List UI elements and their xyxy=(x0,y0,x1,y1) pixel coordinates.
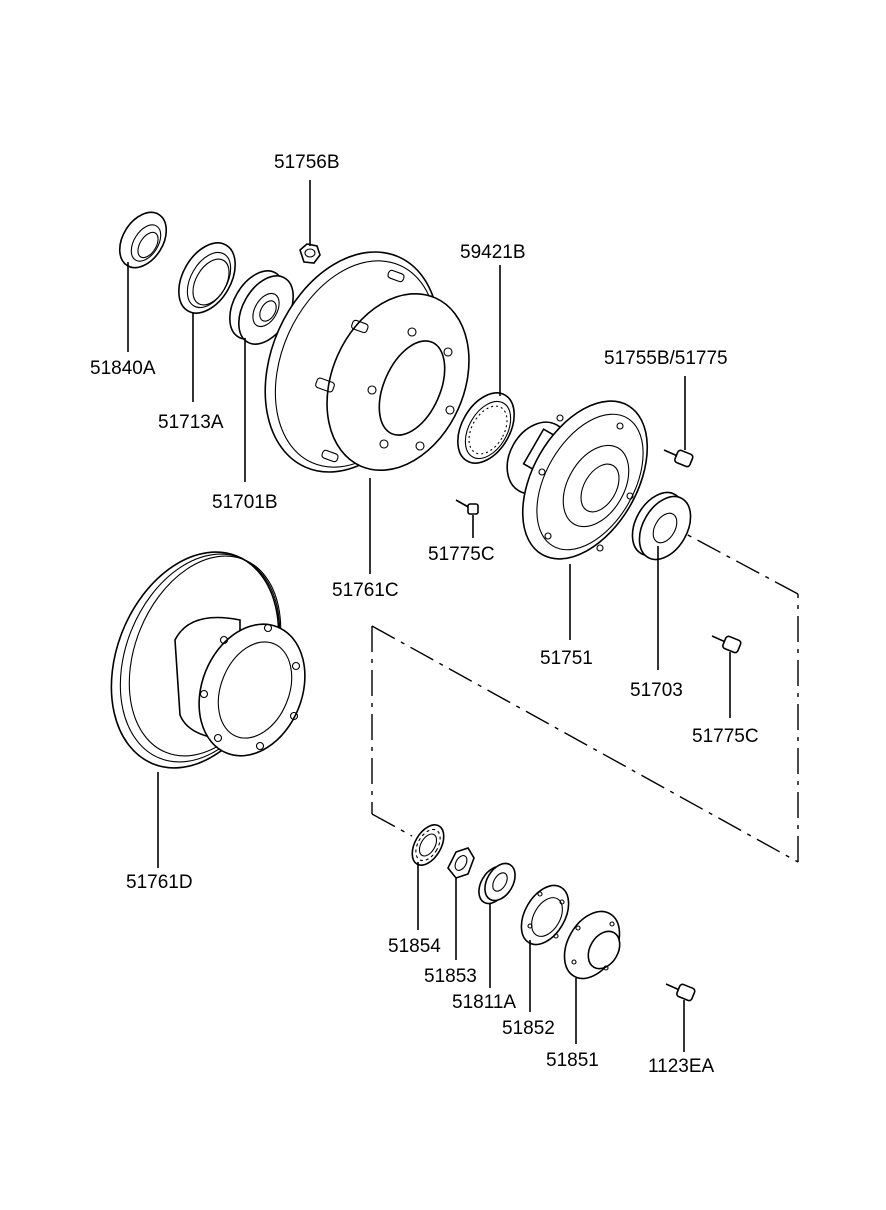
bolt-1123EA xyxy=(665,983,696,1002)
label-51761D: 51761D xyxy=(126,872,193,893)
lock-plate-51853 xyxy=(447,847,475,879)
label-59421B: 59421B xyxy=(460,242,526,263)
gasket-51852 xyxy=(520,884,570,946)
label-51756B: 51756B xyxy=(274,152,340,173)
brake-disc-51761D xyxy=(110,551,306,769)
bolt-51775C-a xyxy=(455,499,479,515)
nut-51756B xyxy=(299,243,321,264)
oil-seal-51840A xyxy=(118,211,168,269)
hub-bolt-51755B xyxy=(663,449,694,468)
label-51701B: 51701B xyxy=(212,492,278,513)
label-1123EA: 1123EA xyxy=(648,1056,715,1077)
label-51851: 51851 xyxy=(546,1050,599,1071)
assembly-bracket-lines xyxy=(371,533,799,863)
label-51713A: 51713A xyxy=(158,412,224,433)
label-51852: 51852 xyxy=(502,1018,555,1039)
label-51840A: 51840A xyxy=(90,358,156,379)
bolt-51775C-b xyxy=(711,635,742,654)
nut-51811A xyxy=(478,862,516,905)
label-51751: 51751 xyxy=(540,648,593,669)
bearing-race-51713A xyxy=(178,242,236,314)
hub-cap-51851 xyxy=(563,910,621,980)
label-51854: 51854 xyxy=(388,936,441,957)
hub-51751 xyxy=(506,400,649,560)
label-51775C-a: 51775C xyxy=(428,544,495,565)
bearing-51703 xyxy=(631,491,692,561)
label-51775C-b: 51775C xyxy=(692,726,759,747)
lock-washer-51854 xyxy=(411,824,445,866)
label-51853: 51853 xyxy=(424,966,477,987)
label-51811A: 51811A xyxy=(452,992,516,1013)
label-51761C: 51761C xyxy=(332,580,399,601)
brake-drum-51761C xyxy=(264,251,470,473)
label-51755B-51775: 51755B/51775 xyxy=(604,348,728,369)
label-51703: 51703 xyxy=(630,680,683,701)
sensor-ring-59421B xyxy=(457,392,515,464)
